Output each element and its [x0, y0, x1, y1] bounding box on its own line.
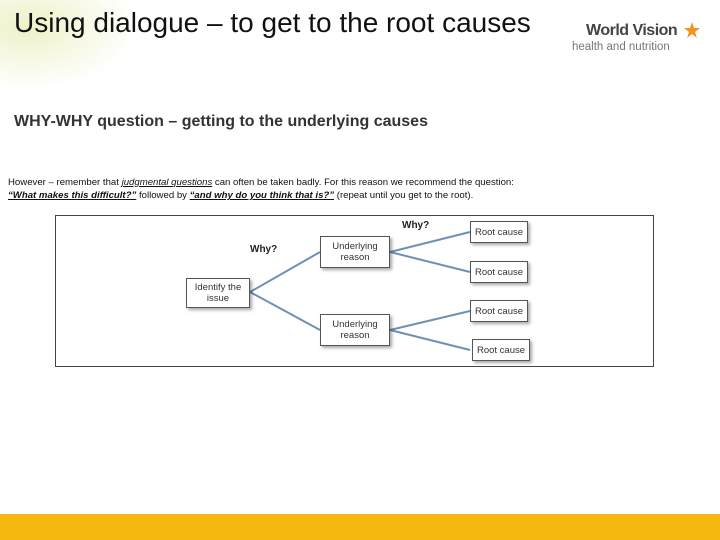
question-difficult: “What makes this difficult?” — [8, 190, 137, 201]
instruction-paragraph: However – remember that judgmental quest… — [8, 176, 708, 202]
para-text-1: However – remember that — [8, 177, 122, 188]
connector-issue-to-upper — [249, 251, 321, 293]
page-title: Using dialogue – to get to the root caus… — [14, 7, 531, 38]
world-vision-logo: World Vision health and nutrition — [572, 22, 712, 56]
connector-issue-to-lower — [249, 291, 321, 331]
connector-upper-to-root1 — [389, 231, 471, 253]
root-cause-box-3: Root cause — [470, 300, 528, 322]
connector-lower-to-root4 — [389, 329, 471, 351]
para-text-4: (repeat until you get to the root). — [334, 190, 474, 201]
connector-upper-to-root2 — [389, 251, 471, 273]
logo-subtext: health and nutrition — [572, 41, 670, 53]
title-highlight — [0, 0, 140, 90]
diagram-frame — [55, 215, 654, 367]
logo-star-icon — [684, 22, 700, 38]
root-cause-box-1: Root cause — [470, 221, 528, 243]
para-emphasis-judgmental: judgmental questions — [121, 177, 213, 188]
question-why: “and why do you think that is?” — [189, 190, 335, 201]
para-text-2: can often be taken badly. For this reaso… — [212, 177, 514, 188]
root-cause-box-2: Root cause — [470, 261, 528, 283]
footer-bar — [0, 514, 720, 540]
underlying-reason-box-2: Underlying reason — [320, 314, 390, 346]
logo-text: World Vision — [586, 22, 678, 39]
slide-subtitle: WHY-WHY question – getting to the underl… — [14, 113, 428, 130]
issue-box: Identify the issue — [186, 278, 250, 308]
underlying-reason-box-1: Underlying reason — [320, 236, 390, 268]
why-label-upper: Why? — [402, 220, 430, 231]
root-cause-box-4: Root cause — [472, 339, 530, 361]
connector-lower-to-root3 — [389, 310, 471, 331]
para-text-3: followed by — [136, 190, 190, 201]
why-label-left: Why? — [250, 244, 278, 255]
